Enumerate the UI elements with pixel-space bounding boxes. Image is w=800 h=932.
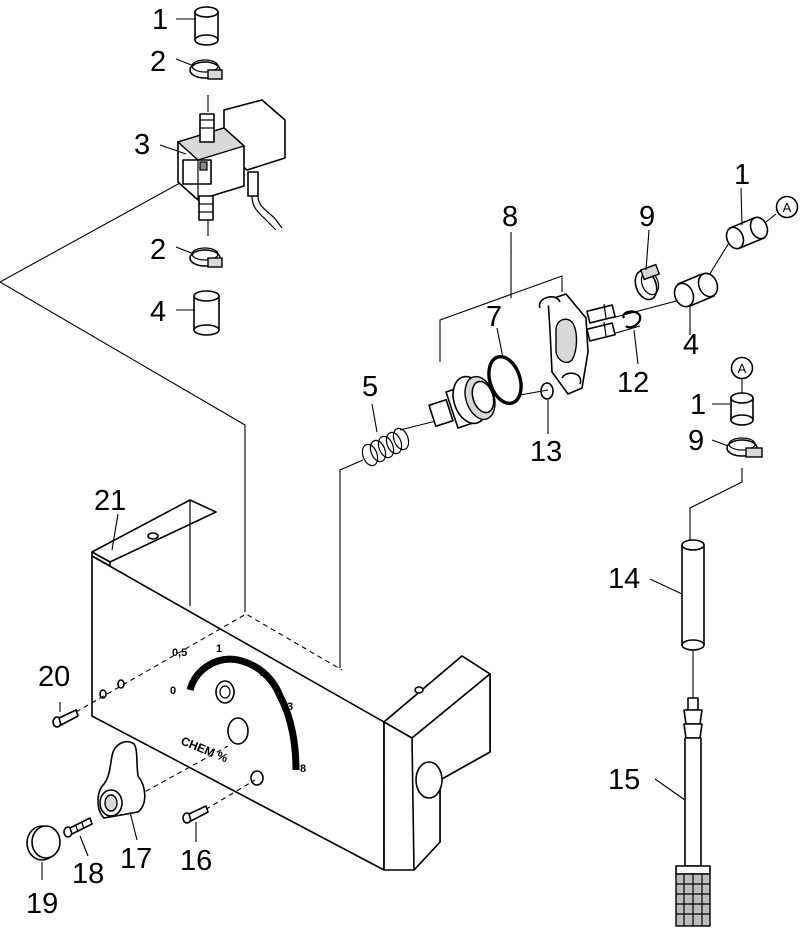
ref-a-leader bbox=[765, 213, 777, 223]
part-4-hose-left bbox=[193, 290, 220, 336]
part-5-spring bbox=[361, 427, 410, 467]
part-1-hose-lower bbox=[730, 392, 754, 426]
callout-14: 14 bbox=[608, 563, 640, 595]
callout-leader bbox=[645, 229, 650, 271]
ref-a-lower: A bbox=[738, 361, 747, 376]
part-14-tube bbox=[681, 539, 705, 651]
part-16-screw bbox=[182, 805, 209, 824]
callout-leader bbox=[649, 578, 683, 595]
callout-4-right: 4 bbox=[683, 329, 699, 361]
dial-tick-0: 0 bbox=[170, 685, 176, 697]
part-9-hose-clamp-top bbox=[634, 263, 661, 301]
spring-connection-line bbox=[339, 459, 364, 668]
part-15-suction-filter bbox=[675, 697, 711, 927]
callout-8: 8 bbox=[502, 201, 518, 233]
callout-17: 17 bbox=[120, 843, 152, 875]
axis-line bbox=[399, 419, 441, 431]
part-4-hose-right bbox=[673, 272, 719, 308]
part-2-hose-clamp-mid bbox=[189, 247, 223, 268]
part-18-screw bbox=[63, 817, 93, 838]
callout-1-lower: 1 bbox=[690, 389, 706, 421]
dial-tick-8: 8 bbox=[300, 763, 306, 775]
callout-9-lower: 9 bbox=[688, 425, 704, 457]
callout-leader bbox=[79, 835, 89, 857]
solenoid-connection-line bbox=[0, 171, 246, 612]
ref-a-circle-upper bbox=[775, 195, 799, 219]
callout-1-right: 1 bbox=[734, 159, 750, 191]
callout-leader bbox=[175, 246, 195, 255]
callout-leader bbox=[175, 58, 195, 67]
dial-tick-0-5: 0,5 bbox=[172, 647, 187, 659]
dial-tick-1: 1 bbox=[216, 643, 222, 655]
callout-3: 3 bbox=[134, 129, 150, 161]
callout-leader bbox=[159, 144, 187, 155]
axis-line bbox=[705, 237, 733, 281]
callout-2-top: 2 bbox=[150, 46, 166, 78]
dial-tick-2: 2 bbox=[260, 667, 266, 679]
callout-leader bbox=[740, 187, 743, 226]
part-20-screw bbox=[52, 709, 79, 728]
callout-4-left: 4 bbox=[150, 296, 166, 328]
callout-leader bbox=[496, 327, 504, 359]
part-13-small-o-ring bbox=[540, 382, 554, 400]
callout-18: 18 bbox=[72, 858, 104, 890]
fixing-dashed-line bbox=[75, 613, 343, 713]
callout-2-mid: 2 bbox=[150, 234, 166, 266]
callout-20: 20 bbox=[38, 661, 70, 693]
callout-5: 5 bbox=[362, 371, 378, 403]
part-7-o-ring bbox=[487, 355, 523, 405]
callout-9-top: 9 bbox=[639, 201, 655, 233]
callout-7: 7 bbox=[486, 301, 502, 333]
part-1-hose-right bbox=[725, 216, 769, 250]
callout-leader bbox=[633, 329, 639, 365]
axis-line bbox=[611, 299, 681, 319]
callout-1-top: 1 bbox=[152, 4, 168, 36]
fixing-dashed-line bbox=[129, 745, 229, 801]
part-3-solenoid-valve bbox=[176, 99, 286, 231]
part-12-clip bbox=[622, 310, 642, 329]
callout-leader bbox=[371, 403, 378, 433]
dial-tick-3: 3 bbox=[287, 701, 293, 713]
axis-line bbox=[519, 389, 549, 396]
callout-19: 19 bbox=[26, 888, 58, 920]
callout-21: 21 bbox=[94, 485, 126, 517]
part-8-bracket bbox=[439, 275, 563, 362]
ref-a-circle-lower bbox=[730, 356, 754, 380]
part-1-hose-top bbox=[194, 6, 219, 46]
part-8-injector-housing bbox=[538, 293, 616, 395]
part-19-cap bbox=[26, 825, 61, 861]
axis-line bbox=[611, 325, 641, 335]
hose-connection-line bbox=[689, 468, 743, 540]
callout-leader bbox=[129, 811, 138, 841]
part-21-mounting-bracket bbox=[91, 499, 491, 871]
callout-15: 15 bbox=[608, 764, 640, 796]
part-17-knob bbox=[97, 740, 146, 819]
callout-16: 16 bbox=[180, 845, 212, 877]
callout-leader bbox=[111, 513, 119, 551]
callout-leader bbox=[711, 439, 729, 447]
ref-a-upper: A bbox=[783, 200, 792, 215]
part-2-hose-clamp-top bbox=[189, 59, 223, 80]
part-9-hose-clamp-lower bbox=[726, 437, 763, 458]
callout-13: 13 bbox=[530, 436, 562, 468]
callout-leader bbox=[654, 778, 686, 801]
part-8-valve-body bbox=[428, 375, 496, 429]
callout-12: 12 bbox=[617, 367, 649, 399]
